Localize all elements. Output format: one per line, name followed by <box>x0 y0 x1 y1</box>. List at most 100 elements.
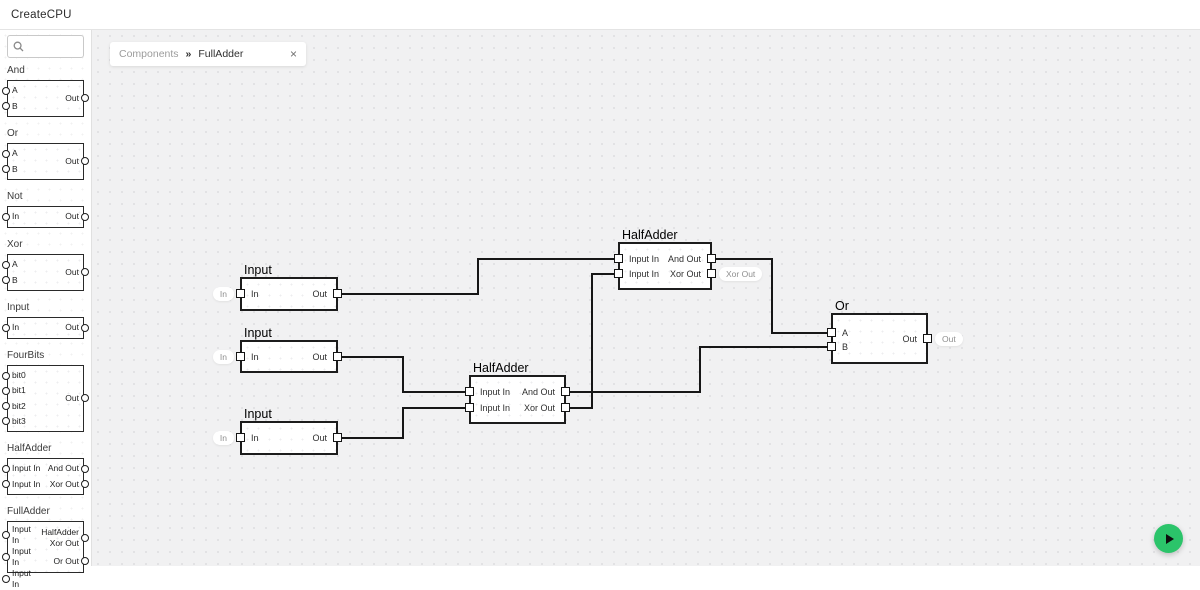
port-square-icon-and-out[interactable] <box>561 387 570 396</box>
input-port-a[interactable]: A <box>2 259 18 270</box>
port-circle-icon[interactable] <box>81 94 89 103</box>
output-port-out[interactable]: Out <box>65 156 89 167</box>
canvas[interactable] <box>92 30 1200 566</box>
port-square-icon-out[interactable] <box>923 334 932 343</box>
port-circle-icon[interactable] <box>2 165 10 174</box>
port-circle-icon[interactable] <box>81 212 89 221</box>
port-square-icon-in[interactable] <box>236 289 245 298</box>
input-port-input-in[interactable]: Input In <box>2 524 31 546</box>
input-port-input-in[interactable]: Input In <box>2 463 40 474</box>
port-square-icon-out[interactable] <box>333 352 342 361</box>
port-circle-icon[interactable] <box>2 386 10 395</box>
port-circle-icon[interactable] <box>2 276 10 285</box>
port-square-icon-and-out[interactable] <box>707 254 716 263</box>
port-circle-icon[interactable] <box>2 464 10 473</box>
port-square-icon-out[interactable] <box>333 289 342 298</box>
port-circle-icon[interactable] <box>81 480 89 489</box>
port-square-icon-a[interactable] <box>827 328 836 337</box>
breadcrumb-components[interactable]: Components <box>119 48 179 60</box>
port-square-icon-input-in[interactable] <box>465 403 474 412</box>
input-port-bit1[interactable]: bit1 <box>2 385 26 396</box>
input-port-bit3[interactable]: bit3 <box>2 416 26 427</box>
output-port-out[interactable]: Out <box>65 211 89 222</box>
port-circle-icon[interactable] <box>2 402 10 411</box>
port-square-icon-input-in[interactable] <box>614 254 623 263</box>
port-circle-icon[interactable] <box>2 371 10 380</box>
close-icon[interactable]: × <box>289 47 297 61</box>
port-circle-icon[interactable] <box>81 534 89 543</box>
port-circle-icon[interactable] <box>2 480 10 489</box>
port-circle-icon[interactable] <box>81 268 89 277</box>
output-port-or-out[interactable]: Or Out <box>53 556 89 567</box>
input-port-in[interactable]: In <box>2 211 19 222</box>
port-circle-icon[interactable] <box>2 102 10 111</box>
output-port-out[interactable]: Out <box>65 93 89 104</box>
port-circle-icon[interactable] <box>2 575 10 584</box>
input-port-input-in[interactable]: Input In <box>2 479 40 490</box>
wire-input-1-out-to-halfadder-1-input-in-1[interactable] <box>338 258 618 295</box>
output-port-out[interactable]: Out <box>65 393 89 404</box>
port-circle-icon[interactable] <box>2 553 10 562</box>
port-square-icon-input-in[interactable] <box>614 269 623 278</box>
input-port-a[interactable]: A <box>2 85 18 96</box>
port-square-icon-xor-out[interactable] <box>707 269 716 278</box>
input-port-input-in[interactable]: Input In <box>2 546 31 568</box>
wire-halfadder-2-and-out-to-or-1-b[interactable] <box>566 346 831 393</box>
search-input[interactable] <box>27 40 78 53</box>
output-port-and-out[interactable]: And Out <box>48 463 89 474</box>
input-port-input-in[interactable]: Input In <box>2 568 31 590</box>
input-port-bit0[interactable]: bit0 <box>2 370 26 381</box>
output-port-xor-out[interactable]: Xor Out <box>50 479 89 490</box>
search-box[interactable] <box>7 35 84 58</box>
port-circle-icon[interactable] <box>2 531 10 540</box>
port-circle-icon[interactable] <box>81 557 89 566</box>
port-circle-icon[interactable] <box>2 417 10 426</box>
wire-input-3-out-to-halfadder-2-input-in-2[interactable] <box>338 407 469 439</box>
output-port-out[interactable]: Out <box>65 322 89 333</box>
port-circle-icon[interactable] <box>2 149 10 158</box>
input-port-b[interactable]: B <box>2 275 18 286</box>
input-port-b[interactable]: B <box>2 101 18 112</box>
port-circle-icon[interactable] <box>2 260 10 269</box>
port-circle-icon[interactable] <box>81 394 89 403</box>
palette-item-box[interactable]: In Out <box>2 206 89 228</box>
input-port-a[interactable]: A <box>2 148 18 159</box>
input-port-in[interactable]: In <box>2 322 19 333</box>
wire-input-2-out-to-halfadder-2-input-in-1[interactable] <box>338 356 469 393</box>
output-port-out[interactable]: Out <box>65 267 89 278</box>
output-port-halfadder-xor-out[interactable]: HalfAdder Xor Out <box>31 527 89 549</box>
run-button[interactable] <box>1154 524 1183 553</box>
port-square-icon-b[interactable] <box>827 342 836 351</box>
port-square-icon-out[interactable] <box>333 433 342 442</box>
wire-halfadder-1-and-out-to-or-1-a[interactable] <box>712 258 831 334</box>
port-circle-icon[interactable] <box>81 323 89 332</box>
port-square-icon-in[interactable] <box>236 433 245 442</box>
port-circle-icon[interactable] <box>81 157 89 166</box>
port-square-icon-xor-out[interactable] <box>561 403 570 412</box>
port-circle-icon[interactable] <box>2 323 10 332</box>
wire-halfadder-2-xor-out-to-halfadder-1-input-in-2[interactable] <box>566 273 618 409</box>
port-square-icon-input-in[interactable] <box>465 387 474 396</box>
port-circle-icon[interactable] <box>2 212 10 221</box>
palette-item-box[interactable]: In Out <box>2 317 89 339</box>
